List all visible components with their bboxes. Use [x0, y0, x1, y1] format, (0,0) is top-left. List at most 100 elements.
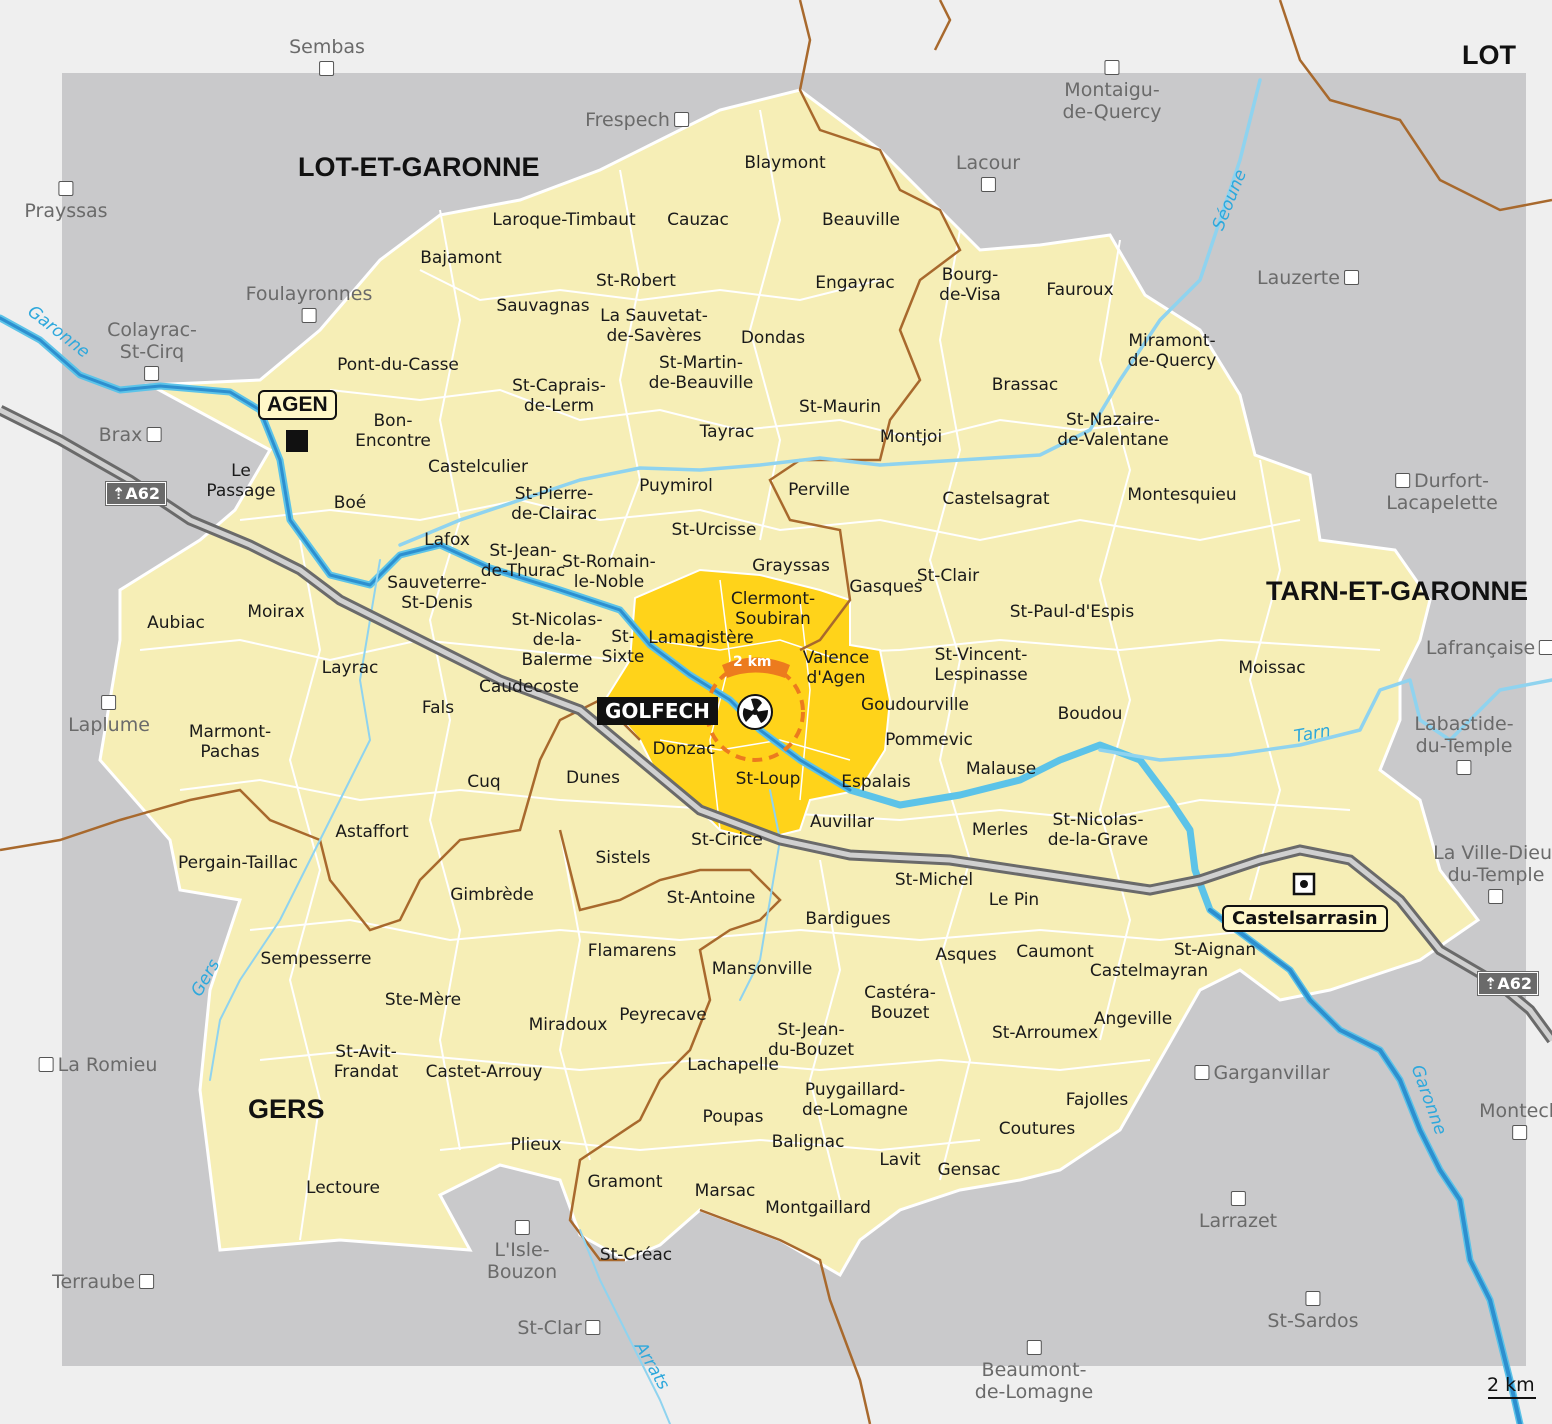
commune-label: Pergain-Taillac [178, 853, 298, 873]
commune-label: Castet-Arrouy [425, 1062, 543, 1082]
outside-place-label: La Romieu [38, 1054, 157, 1076]
commune-label: Lafox [424, 530, 470, 550]
commune-label: St-Loup [735, 769, 801, 789]
dept-label-lot: LOT [1462, 40, 1516, 70]
commune-label: St-Arroumex [991, 1023, 1099, 1043]
river-seoune [398, 78, 1262, 547]
outside-place-label: La Ville-Dieu-du-Temple [1433, 842, 1552, 908]
commune-label: Bourg-de-Visa [939, 265, 1001, 305]
commune-label: Lamagistère [648, 628, 754, 648]
commune-label: St-Romain-le-Noble [562, 552, 656, 592]
outside-place-label: Terraube [52, 1271, 154, 1293]
outside-place-label: Durfort-Lacapelette [1386, 470, 1498, 514]
commune-label: St-Maurin [799, 397, 881, 417]
motorway-shield-a62-west: ⇡A62 [104, 481, 168, 506]
outside-place-label: St-Sardos [1267, 1288, 1359, 1332]
commune-label: Caumont [1016, 942, 1094, 962]
commune-label: Bajamont [420, 248, 502, 268]
city-label-castelsarrasin[interactable]: Castelsarrasin [1222, 905, 1388, 932]
river-gers [209, 559, 381, 1081]
commune-label: St-Robert [596, 271, 676, 291]
place-square-icon [514, 1220, 530, 1235]
commune-label: Beauville [821, 210, 901, 230]
commune-label: Dondas [740, 328, 806, 348]
commune-label: St-Antoine [666, 888, 756, 908]
commune-label: St-Pierre-de-Clairac [511, 484, 597, 524]
commune-label: Goudourville [861, 695, 969, 715]
outside-place-label: St-Clar [517, 1317, 601, 1339]
commune-label: Gramont [587, 1172, 663, 1192]
commune-label: Aubiac [147, 613, 205, 633]
outside-place-label: Lauzerte [1257, 267, 1359, 289]
city-label-agen[interactable]: AGEN [258, 390, 337, 420]
place-square-icon [1395, 473, 1411, 488]
motorway-icon: ⇡ [112, 484, 126, 503]
commune-label: Pommevic [885, 730, 973, 750]
motorway-icon: ⇡ [1484, 974, 1498, 993]
commune-label: St-Nazaire-de-Valentane [1057, 410, 1169, 450]
outside-place-label: Beaumont-de-Lomagne [975, 1337, 1093, 1403]
place-square-icon [673, 112, 689, 127]
commune-label: Tayrac [699, 422, 755, 442]
commune-label: Miramont-de-Quercy [1127, 331, 1217, 371]
commune-label: Cauzac [667, 210, 729, 230]
commune-label: Sempesserre [260, 949, 372, 969]
commune-label: Cuq [467, 772, 501, 792]
commune-label: Brassac [991, 375, 1059, 395]
commune-label: Perville [788, 480, 850, 500]
place-square-icon [146, 427, 162, 442]
commune-label: St-Clair [916, 566, 980, 586]
outside-place-label: Montech [1479, 1100, 1552, 1144]
commune-label: St-Cirice [691, 830, 763, 850]
outside-place-label: Montaigu-de-Quercy [1062, 57, 1162, 123]
commune-label: Montesquieu [1127, 485, 1237, 505]
commune-label: Bon-Encontre [355, 411, 431, 451]
commune-label: Dunes [566, 768, 620, 788]
commune-label: Castelmayran [1089, 961, 1209, 981]
commune-label: Poupas [702, 1107, 764, 1127]
commune-label: St-Vincent-Lespinasse [934, 645, 1028, 685]
commune-label: Flamarens [587, 941, 677, 961]
commune-label: St-Nicolas-de-la-Grave [1047, 810, 1149, 850]
commune-label: Boudou [1057, 704, 1123, 724]
commune-label: Sauvagnas [496, 296, 590, 316]
river-tarn [1098, 678, 1552, 762]
place-square-icon [301, 308, 317, 323]
place-square-icon [980, 177, 996, 192]
commune-label: Espalais [841, 772, 911, 792]
outside-place-label: L'Isle-Bouzon [487, 1217, 557, 1283]
place-square-icon [101, 695, 117, 710]
commune-label: Marsac [694, 1181, 756, 1201]
commune-label: Layrac [321, 658, 379, 678]
outside-place-label: Frespech [585, 109, 689, 131]
place-square-icon [585, 1320, 601, 1335]
motorway-shield-label: A62 [125, 484, 161, 503]
commune-label: Ste-Mère [384, 990, 462, 1010]
outside-place-label: Lafrançaise [1426, 637, 1552, 659]
commune-label: Donzac [652, 739, 716, 759]
motorway-shield-a62-east: ⇡A62 [1476, 971, 1540, 996]
dept-label-tarn-et-garonne: TARN-ET-GARONNE [1266, 576, 1528, 606]
commune-label: Puymirol [639, 476, 713, 496]
commune-label: Sauveterre-St-Denis [387, 573, 487, 613]
commune-label: Fauroux [1046, 280, 1114, 300]
place-square-icon [1456, 760, 1472, 775]
commune-label: Puygaillard-de-Lomagne [802, 1080, 908, 1120]
commune-label: Coutures [998, 1119, 1076, 1139]
outside-place-label: Laplume [68, 692, 150, 736]
commune-label: St-Michel [894, 870, 974, 890]
motorway-shield-label: A62 [1497, 974, 1533, 993]
place-square-icon [1343, 270, 1359, 285]
commune-label: Laroque-Timbaut [492, 210, 636, 230]
commune-label: Sistels [595, 848, 651, 868]
outside-place-label: Garganvillar [1194, 1062, 1330, 1084]
commune-label: St-Paul-d'Espis [1009, 602, 1135, 622]
place-square-icon [1539, 640, 1552, 655]
commune-label: Angeville [1093, 1009, 1173, 1029]
outside-place-label: Colayrac-St-Cirq [107, 319, 197, 385]
plant-label-golfech[interactable]: GOLFECH [597, 697, 718, 725]
commune-label: Castelculier [427, 457, 529, 477]
place-square-icon [1488, 889, 1504, 904]
